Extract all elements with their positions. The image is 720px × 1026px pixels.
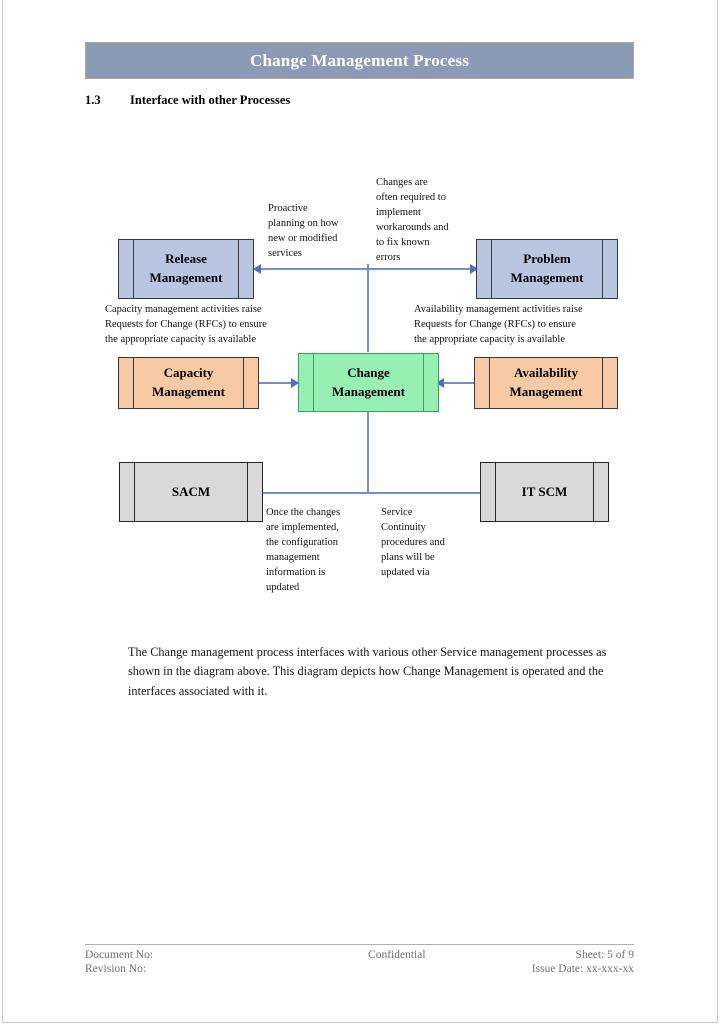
annotation-sacm-note: Once the changes are implemented, the co… <box>266 507 341 593</box>
footer-spacer <box>153 949 368 961</box>
connector-change-to-top-bus <box>367 264 369 352</box>
annotation-capacity-note: Capacity management activities raise Req… <box>105 304 267 345</box>
footer-confidential: Confidential <box>368 949 426 961</box>
footer-row-top: Document No: Confidential Sheet: 5 of 9 <box>85 949 634 961</box>
node-label-capacity-management: Capacity Management <box>152 365 225 399</box>
arrow-to-problem-management <box>470 264 478 274</box>
box-rule-right <box>243 358 244 408</box>
arrow-to-change-from-capacity <box>291 378 299 388</box>
box-rule-right <box>247 463 248 521</box>
body-paragraph: The Change management process interfaces… <box>128 645 607 698</box>
arrow-to-release-management <box>253 264 261 274</box>
section-title: Interface with other Processes <box>130 93 291 107</box>
footer-document-no: Document No: <box>85 949 154 961</box>
box-rule-right <box>593 463 594 521</box>
section-heading: 1.3 Interface with other Processes <box>85 93 634 111</box>
box-rule-left <box>313 354 314 411</box>
process-interface-diagram: Release Management Problem Management Ca… <box>105 177 618 593</box>
node-sacm[interactable]: SACM <box>119 462 263 522</box>
box-rule-left <box>489 358 490 408</box>
annotation-availability-note: Availability management activities raise… <box>414 304 583 345</box>
footer-sheet: Sheet: 5 of 9 <box>575 949 634 961</box>
footer-divider <box>85 944 634 945</box>
footer-row-bottom: Revision No: Issue Date: xx-xxx-xx <box>85 963 634 975</box>
footer-issue-date: Issue Date: xx-xxx-xx <box>531 963 634 975</box>
box-rule-right <box>602 358 603 408</box>
node-availability-management[interactable]: Availability Management <box>474 357 618 409</box>
box-rule-left <box>133 358 134 408</box>
connector-top-bus <box>259 268 475 270</box>
box-rule-right <box>423 354 424 411</box>
box-rule-left <box>133 240 134 298</box>
connector-capacity-to-change <box>259 382 299 384</box>
node-label-it-scm: IT SCM <box>521 483 568 499</box>
connector-bottom-bus <box>240 492 495 494</box>
box-rule-left <box>134 463 135 521</box>
box-rule-left <box>495 463 496 521</box>
node-label-release-management: Release Management <box>149 251 223 285</box>
node-label-problem-management: Problem Management <box>510 251 584 285</box>
node-release-management[interactable]: Release Management <box>118 239 254 299</box>
node-label-availability-management: Availability Management <box>509 365 583 399</box>
node-change-management[interactable]: Change Management <box>298 353 439 412</box>
node-it-scm[interactable]: IT SCM <box>480 462 609 522</box>
box-rule-right <box>602 240 603 298</box>
annotation-it-scm-note: Service Continuity procedures and plans … <box>381 507 445 578</box>
box-rule-right <box>238 240 239 298</box>
section-number: 1.3 <box>85 93 101 107</box>
document-title: Change Management Process <box>249 50 470 70</box>
node-label-change-management: Change Management <box>332 364 405 399</box>
document-header-banner: Change Management Process <box>85 42 634 79</box>
arrow-to-change-from-availability <box>436 378 444 388</box>
box-rule-left <box>491 240 492 298</box>
footer-revision-no: Revision No: <box>85 963 147 975</box>
connector-availability-to-change <box>440 382 474 384</box>
annotation-changes-required: Changes are often required to implement … <box>376 177 449 263</box>
node-problem-management[interactable]: Problem Management <box>476 239 618 299</box>
footer-spacer <box>146 963 532 975</box>
node-capacity-management[interactable]: Capacity Management <box>118 357 259 409</box>
connector-change-to-bottom-bus <box>367 412 369 494</box>
node-label-sacm: SACM <box>171 483 211 499</box>
annotation-proactive-planning: Proactive planning on how new or modifie… <box>268 203 339 259</box>
